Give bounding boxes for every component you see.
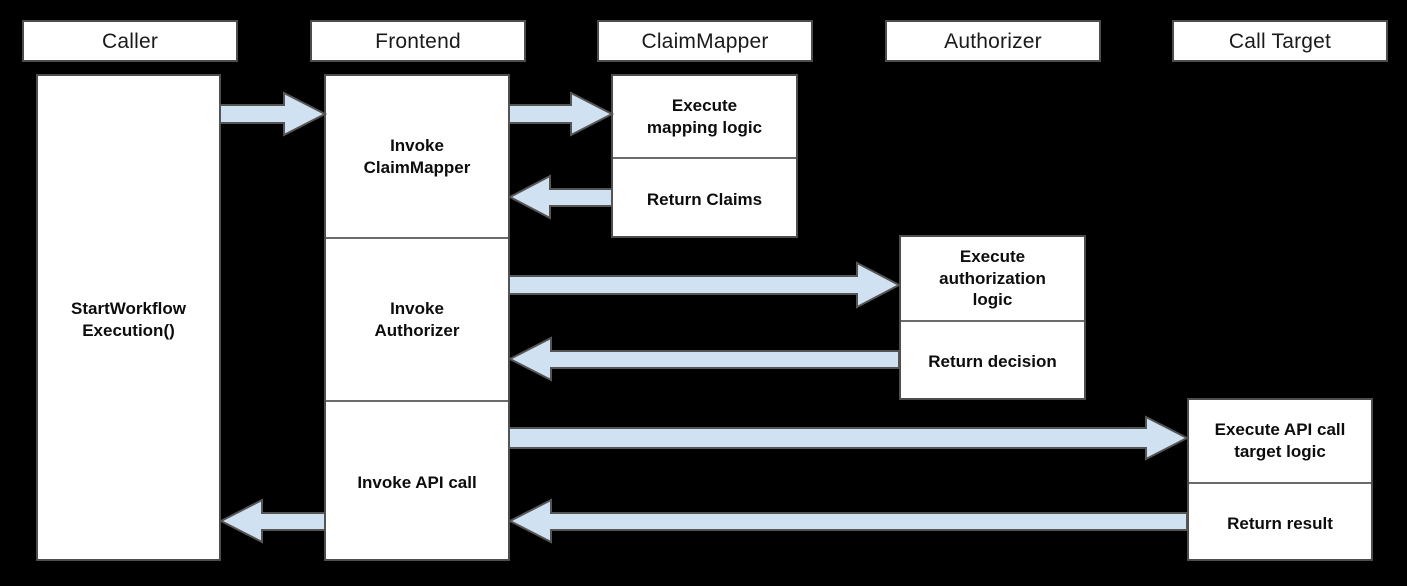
lifeline-header-caller: Caller — [22, 20, 238, 62]
lifeline-header-frontend: Frontend — [310, 20, 526, 62]
lifeline-header-claimmapper: ClaimMapper — [597, 20, 813, 62]
activation-segment-authorizer-return-decision: Return decision — [901, 320, 1084, 402]
message-arrow-authorizer-to-frontend — [507, 336, 900, 382]
message-arrow-frontend-to-calltarget — [508, 415, 1190, 461]
lifeline-header-calltarget: Call Target — [1172, 20, 1388, 62]
message-arrow-frontend-to-caller — [218, 498, 326, 544]
lifeline-header-calltarget-label: Call Target — [1228, 29, 1332, 53]
activation-segment-claimmapper-return-claims: Return Claims — [613, 157, 796, 240]
lifeline-header-authorizer: Authorizer — [885, 20, 1101, 62]
lifeline-header-claimmapper-label: ClaimMapper — [641, 29, 769, 53]
lifeline-header-authorizer-label: Authorizer — [944, 29, 1042, 53]
message-arrow-frontend-to-claimmapper — [508, 91, 615, 137]
lifeline-header-caller-label: Caller — [101, 29, 159, 53]
message-arrow-claimmapper-to-frontend — [507, 174, 613, 220]
message-arrow-calltarget-to-frontend — [507, 498, 1188, 544]
message-arrow-frontend-to-authorizer — [508, 261, 902, 309]
activation-segment-calltarget-return-result: Return result — [1189, 482, 1371, 563]
message-arrow-caller-to-frontend — [219, 91, 328, 137]
lifeline-header-frontend-label: Frontend — [375, 29, 461, 53]
activation-segment-frontend-invoke-api-call: Invoke API call — [326, 400, 508, 563]
